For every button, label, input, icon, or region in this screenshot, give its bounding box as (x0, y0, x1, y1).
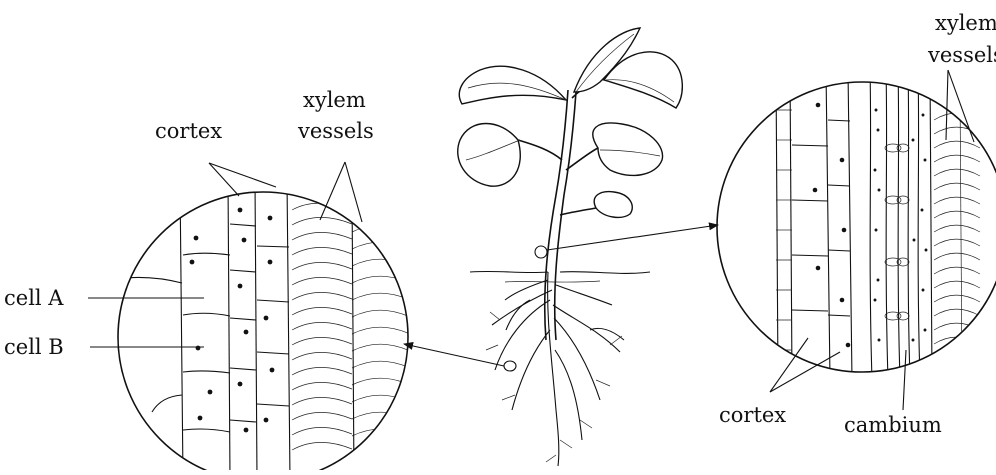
plant-roots (492, 272, 624, 466)
cambium-pointer (903, 350, 906, 410)
plant-leaf (459, 66, 566, 104)
right-xylem-pointer-1 (946, 70, 948, 140)
right-xylem-label-line1: xylem (935, 11, 996, 35)
right-xylem-label-line2: vessels (927, 43, 996, 67)
left-cortex-label: cortex (155, 119, 222, 143)
xylem-pointer-1 (320, 162, 345, 220)
cambium-label: cambium (844, 413, 942, 437)
arrow-root-to-left-view (404, 344, 504, 366)
cell-a-label: cell A (4, 286, 64, 310)
left-xylem-label-line1: xylem (303, 88, 366, 112)
cell-nuclei (190, 208, 275, 433)
cortex-pointer-2 (209, 163, 276, 187)
root-view-circle (118, 192, 408, 470)
right-cortex-label: cortex (719, 403, 786, 427)
stem-sample-marker (535, 246, 547, 258)
root-magnified-view: cortex xylem vessels cell A cell B (4, 88, 410, 470)
stem-view-circle (717, 82, 996, 372)
right-cortex-pointer-2 (770, 352, 840, 392)
right-cortex-pointer-1 (770, 338, 808, 392)
arrow-stem-to-right-view (547, 225, 718, 250)
soil-line (470, 271, 650, 273)
plant-branch (518, 140, 562, 160)
left-xylem-label-line2: vessels (297, 119, 374, 143)
root-sample-marker (504, 361, 516, 371)
right-xylem-pointer-2 (948, 70, 974, 142)
stem-magnified-view: xylem vessels cortex cambium (717, 11, 996, 437)
cell-b-label: cell B (4, 335, 64, 359)
xylem-pointer-2 (345, 162, 362, 222)
